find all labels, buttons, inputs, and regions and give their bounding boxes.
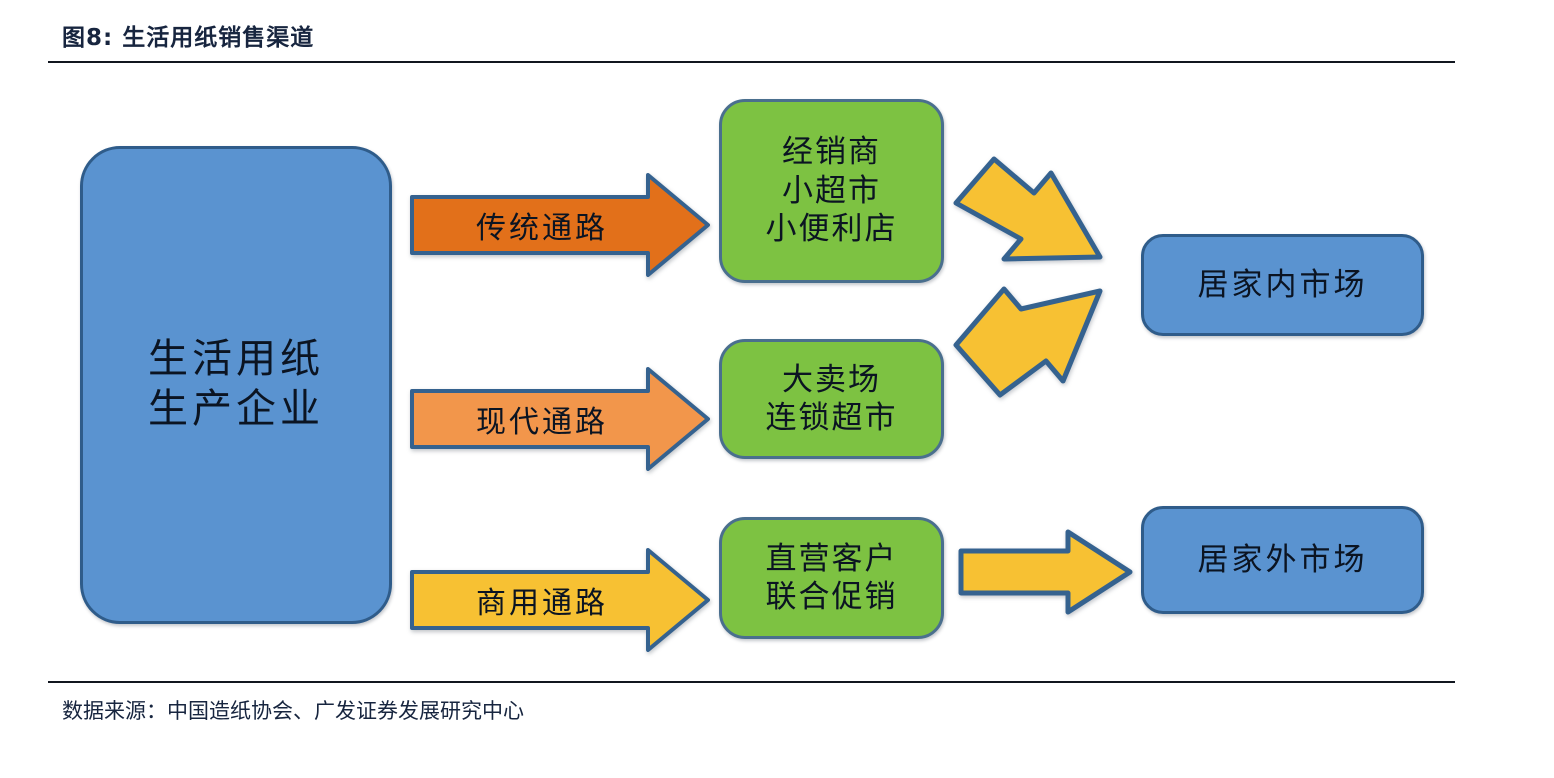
link-arrow-hypermarket-to-in-home[interactable] — [950, 277, 1110, 402]
node-hypermarket[interactable]: 大卖场 连锁超市 — [719, 339, 944, 459]
node-producer[interactable]: 生活用纸 生产企业 — [80, 146, 392, 624]
source-divider-rule — [48, 681, 1455, 683]
node-direct-customer-line-2: 联合促销 — [765, 579, 898, 615]
page-title: 图8: 生活用纸销售渠道 — [62, 25, 315, 51]
node-in-home-market-label: 居家内市场 — [1197, 266, 1368, 303]
node-hypermarket-line-2: 连锁超市 — [765, 400, 898, 436]
node-direct-customer-line-1: 直营客户 — [765, 540, 898, 577]
node-out-home-market-label: 居家外市场 — [1197, 541, 1368, 578]
node-hypermarket-line-1: 大卖场 — [782, 361, 881, 398]
node-producer-line-1: 生活用纸 — [148, 336, 324, 383]
channel-arrow-traditional[interactable]: 传统通路 — [410, 171, 710, 279]
channel-arrow-modern[interactable]: 现代通路 — [410, 365, 710, 473]
node-dealer-line-2: 小超市 — [782, 172, 881, 209]
block-arrow-right-icon — [410, 173, 710, 277]
node-dealer[interactable]: 经销商 小超市 小便利店 — [719, 99, 944, 283]
node-in-home-market[interactable]: 居家内市场 — [1141, 234, 1424, 336]
block-arrow-right-icon — [410, 548, 710, 652]
channel-arrow-commercial[interactable]: 商用通路 — [410, 546, 710, 654]
node-dealer-line-1: 经销商 — [782, 134, 881, 171]
link-arrow-direct-to-out-home[interactable] — [958, 529, 1133, 615]
node-direct-customer[interactable]: 直营客户 联合促销 — [719, 517, 944, 639]
node-out-home-market[interactable]: 居家外市场 — [1141, 506, 1424, 614]
node-producer-line-2: 生产企业 — [148, 386, 324, 432]
node-dealer-line-3: 小便利店 — [765, 211, 898, 248]
figure-source: 数据来源：中国造纸协会、广发证券发展研究中心 — [62, 699, 524, 723]
link-arrow-dealer-to-in-home[interactable] — [950, 147, 1110, 272]
title-divider-rule — [48, 61, 1455, 63]
block-arrow-right-icon — [410, 367, 710, 471]
flowchart-diagram: 生活用纸 生产企业 传统通路 现代通路 商用通路 经销商 小超市 小便利店 大卖… — [0, 63, 1554, 680]
